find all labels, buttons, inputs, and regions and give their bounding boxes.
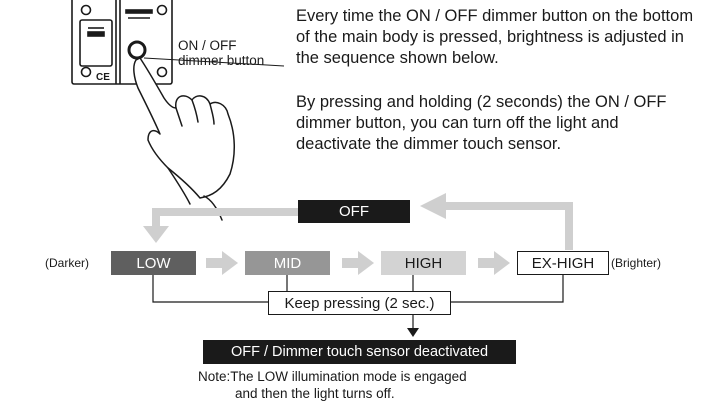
note-line-1: Note:The LOW illumination mode is engage… [198,369,467,384]
state-low-box: LOW [111,251,196,275]
svg-text:CE: CE [96,72,110,83]
note-line-2: and then the light turns off. [235,386,395,401]
result-box: OFF / Dimmer touch sensor deactivated [203,340,516,364]
callout-leader [143,57,285,67]
state-high-box: HIGH [381,251,466,275]
darker-label: (Darker) [45,256,89,270]
state-off-label: OFF [339,203,369,220]
hold-result-arrowhead [407,328,419,337]
ce-mark-icon: CE [96,72,110,83]
loop-arrow-off-to-low-head [143,226,169,243]
keep-pressing-box: Keep pressing (2 sec.) [268,291,451,315]
dimmer-button-icon [127,40,147,60]
result-label: OFF / Dimmer touch sensor deactivated [230,344,489,360]
callout-line-1: ON / OFF [178,38,237,53]
step-arrow-high-to-exhigh [478,251,510,275]
device-body-icon [71,0,173,85]
state-high-label: HIGH [404,254,443,272]
loop-arrow-exhigh-to-off-head [420,193,446,219]
intro-paragraph-2: By pressing and holding (2 seconds) the … [296,93,667,153]
callout-line-2: dimmer button [178,53,265,68]
note: Note:The LOW illumination mode is engage… [198,368,598,402]
loop-arrow-exhigh-to-off [444,202,573,250]
callout-label: ON / OFF dimmer button [178,38,264,68]
intro-paragraph-1: Every time the ON / OFF dimmer button on… [296,7,694,67]
keep-pressing-label: Keep pressing (2 sec.) [284,294,435,312]
loop-arrow-off-to-low [152,208,300,230]
state-low-label: LOW [136,254,171,272]
state-exhigh-box: EX-HIGH [517,251,609,275]
state-off-box: OFF [298,200,410,223]
state-exhigh-label: EX-HIGH [531,254,595,272]
state-mid-label: MID [273,254,302,272]
step-arrow-low-to-mid [206,251,238,275]
pressing-hand-icon [133,57,235,221]
state-mid-box: MID [245,251,330,275]
brighter-label: (Brighter) [611,256,662,270]
step-arrow-mid-to-high [342,251,374,275]
